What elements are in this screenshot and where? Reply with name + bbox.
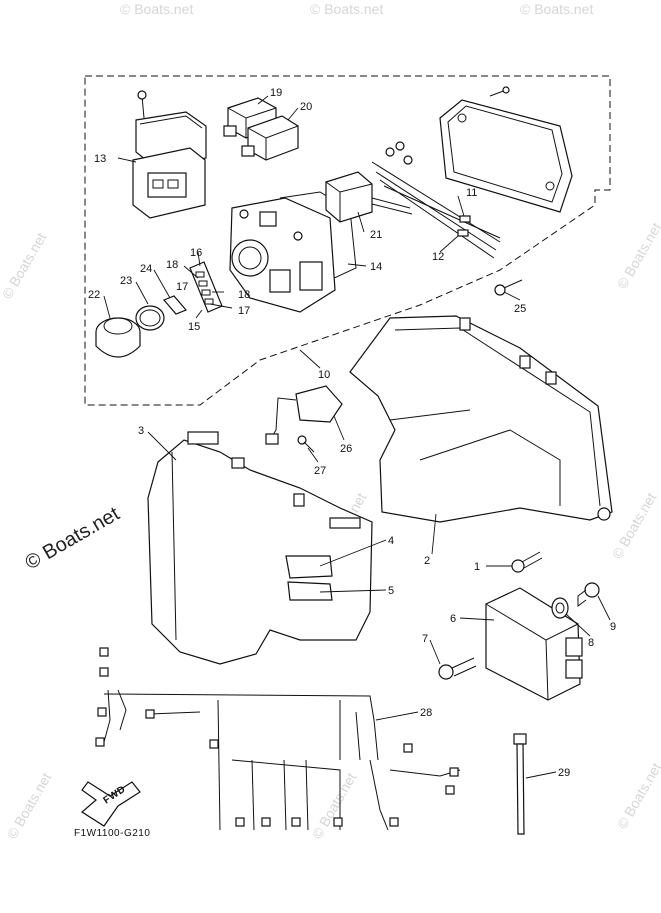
callout-28: 28 <box>420 707 432 719</box>
callout-16: 16 <box>190 247 202 259</box>
callout-1: 1 <box>474 561 480 573</box>
sensor-21 <box>325 171 413 223</box>
callout-20: 20 <box>300 101 312 113</box>
watermark-top-right: © Boats.net <box>520 1 593 17</box>
callout-25: 25 <box>514 303 526 315</box>
callout-14: 14 <box>370 261 382 273</box>
callout-12: 12 <box>432 251 444 263</box>
callout-17a: 17 <box>176 281 188 293</box>
clip-24 <box>162 295 188 315</box>
leader-lines <box>103 95 611 779</box>
fuse-block-15-18 <box>189 261 223 313</box>
callout-5: 5 <box>388 585 394 597</box>
watermark-main: © Boats.net <box>22 503 124 575</box>
wire-harness-28 <box>95 647 461 831</box>
watermark-bottom-left: © Boats.net <box>4 770 55 842</box>
cap-22 <box>95 317 141 358</box>
callout-11: 11 <box>466 187 477 199</box>
callout-18a: 18 <box>166 259 178 271</box>
callout-21: 21 <box>370 229 382 241</box>
callout-17b: 17 <box>238 305 250 317</box>
callout-23: 23 <box>120 275 132 287</box>
callout-27: 27 <box>314 465 326 477</box>
callout-numbers: 19 20 13 11 21 12 14 16 18 24 23 17 18 2… <box>88 87 616 779</box>
label-plate-4 <box>285 555 333 579</box>
callout-8: 8 <box>588 637 594 649</box>
fuse-box-13 <box>132 90 207 219</box>
callout-15: 15 <box>188 321 200 333</box>
cable-tie-29 <box>513 733 527 835</box>
watermark-left-mid: © Boats.net <box>0 230 49 302</box>
callout-22: 22 <box>88 289 100 301</box>
dashed-assembly-boundary <box>84 75 611 406</box>
callout-19: 19 <box>270 87 282 99</box>
callout-2: 2 <box>424 555 430 567</box>
label-plate-5 <box>287 581 333 601</box>
callout-9: 9 <box>610 621 616 633</box>
callout-29: 29 <box>558 767 570 779</box>
callout-24: 24 <box>140 263 152 275</box>
fwd-arrow-icon <box>80 781 141 827</box>
relay-20 <box>241 115 299 161</box>
screw-27 <box>297 435 315 453</box>
callout-7: 7 <box>422 633 428 645</box>
throttle-body-14 <box>229 191 357 313</box>
collar-9 <box>577 582 600 607</box>
watermark-top-left: © Boats.net <box>120 1 193 17</box>
bolt-7 <box>438 657 477 680</box>
callout-4: 4 <box>388 535 394 547</box>
sensor-26 <box>265 385 343 445</box>
callout-3: 3 <box>138 425 144 437</box>
callout-26: 26 <box>340 443 352 455</box>
bolt-25 <box>494 279 523 296</box>
callout-18b: 18 <box>238 289 250 301</box>
cables-11-12 <box>371 141 501 259</box>
watermark-top-mid: © Boats.net <box>310 1 383 17</box>
watermark-bottom-right: © Boats.net <box>614 760 661 832</box>
watermark-right-lower: © Boats.net <box>609 490 660 562</box>
watermark-right-mid: © Boats.net <box>614 220 661 292</box>
cover-3 <box>147 431 373 665</box>
bolt-1 <box>511 551 543 573</box>
drawing-code: F1W1100-G210 <box>74 828 150 839</box>
callout-6: 6 <box>450 613 456 625</box>
cover-plate <box>439 86 573 213</box>
callout-13: 13 <box>94 153 106 165</box>
grommet-8 <box>551 597 569 619</box>
callout-10: 10 <box>318 369 330 381</box>
electrical-box-2 <box>349 315 613 523</box>
o-ring-23 <box>135 305 165 331</box>
watermark-bottom-mid: © Boats.net <box>309 770 360 842</box>
